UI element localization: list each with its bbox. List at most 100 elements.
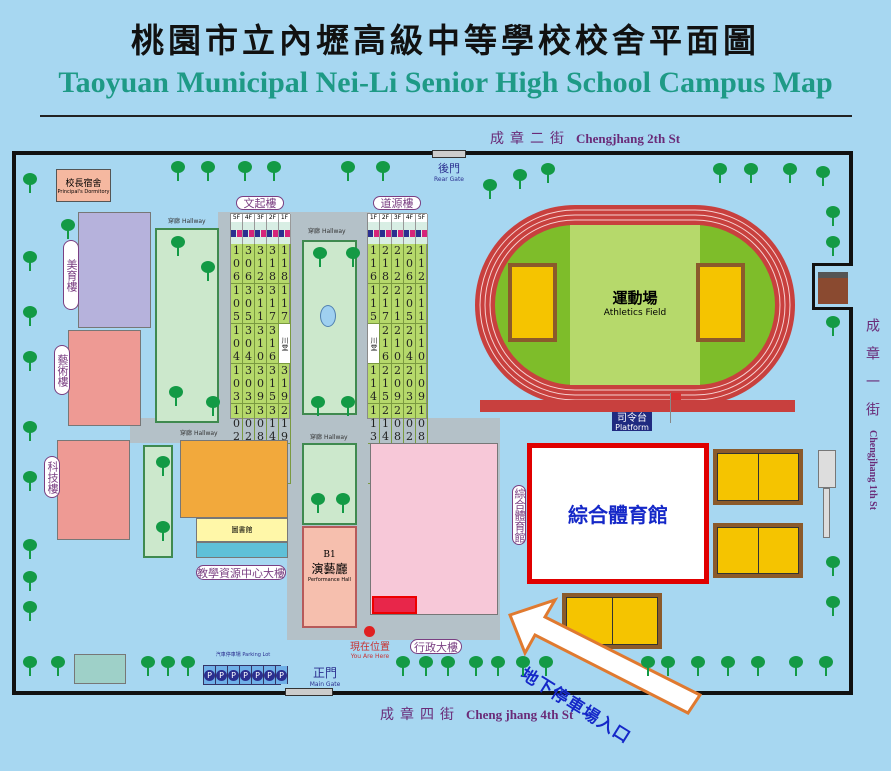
classroom[interactable]: 110 bbox=[415, 324, 428, 364]
main-gate[interactable] bbox=[285, 688, 333, 696]
fountain-icon bbox=[320, 305, 336, 327]
classroom[interactable]: 216 bbox=[379, 324, 392, 364]
classroom[interactable]: 215 bbox=[379, 364, 392, 404]
platform-en: Platform bbox=[615, 423, 649, 432]
tree-icon bbox=[540, 162, 556, 188]
classroom[interactable]: 111 bbox=[415, 284, 428, 324]
classroom[interactable]: 203 bbox=[403, 364, 416, 404]
classroom[interactable]: 315 bbox=[266, 364, 279, 404]
classroom[interactable]: 114 bbox=[367, 364, 380, 404]
classroom[interactable]: 303 bbox=[242, 364, 255, 404]
floor-header: 3F bbox=[255, 214, 267, 222]
rear-gate[interactable] bbox=[432, 150, 466, 158]
tree-icon bbox=[720, 655, 736, 681]
hallway-zh: 穿廊 bbox=[310, 434, 323, 441]
gymnasium[interactable]: 綜合體育館 bbox=[527, 443, 709, 584]
floor-header: 1F bbox=[279, 214, 291, 222]
tree-icon bbox=[22, 538, 38, 564]
classroom[interactable]: 109 bbox=[415, 364, 428, 404]
parking-icon: P bbox=[264, 666, 276, 684]
track-straight bbox=[480, 400, 795, 412]
classroom[interactable]: 317 bbox=[266, 284, 279, 324]
tech-building[interactable] bbox=[57, 440, 130, 540]
classroom[interactable]: 217 bbox=[379, 284, 392, 324]
restroom-icon bbox=[255, 222, 267, 244]
tree-icon bbox=[22, 172, 38, 198]
classroom[interactable]: 319 bbox=[278, 364, 291, 404]
classroom[interactable]: 116 bbox=[367, 244, 380, 284]
tree-icon bbox=[170, 235, 186, 261]
tree-icon bbox=[22, 350, 38, 376]
classroom[interactable]: 312 bbox=[254, 244, 267, 284]
classroom[interactable]: 川堂 bbox=[279, 324, 291, 364]
classroom[interactable]: 210 bbox=[391, 324, 404, 364]
hallway-en: Hallway bbox=[321, 228, 346, 235]
tree-icon bbox=[312, 246, 328, 272]
parking-en: Parking Lot bbox=[242, 652, 271, 658]
classroom[interactable]: 206 bbox=[403, 244, 416, 284]
resource-center-hall[interactable] bbox=[196, 542, 288, 558]
floor-header: 4F bbox=[404, 214, 416, 222]
classroom[interactable]: 115 bbox=[367, 284, 380, 324]
aed-station[interactable] bbox=[372, 596, 417, 614]
classroom[interactable]: 211 bbox=[391, 284, 404, 324]
resource-center-classrooms[interactable] bbox=[180, 440, 288, 518]
classroom[interactable]: 212 bbox=[391, 244, 404, 284]
tree-icon bbox=[22, 250, 38, 276]
classroom[interactable]: 106 bbox=[230, 244, 243, 284]
classroom[interactable]: 117 bbox=[278, 284, 291, 324]
classroom[interactable]: 209 bbox=[391, 364, 404, 404]
athletics-track[interactable] bbox=[470, 200, 800, 432]
classroom[interactable]: 川堂 bbox=[368, 324, 380, 364]
parking-icon: P bbox=[240, 666, 252, 684]
classroom[interactable]: 205 bbox=[403, 284, 416, 324]
classroom[interactable]: 309 bbox=[254, 364, 267, 404]
performance-hall[interactable]: B1 演藝廳 Performance Hall bbox=[302, 526, 357, 628]
parking-entrance-arrow bbox=[508, 597, 703, 715]
meiyu-building[interactable] bbox=[78, 212, 151, 328]
tree-icon bbox=[50, 655, 66, 681]
classroom[interactable]: 104 bbox=[230, 324, 243, 364]
tree-icon bbox=[22, 305, 38, 331]
platform-zh: 司令台 bbox=[617, 413, 647, 424]
tree-icon bbox=[310, 492, 326, 518]
classroom[interactable]: 311 bbox=[254, 284, 267, 324]
admin-building[interactable] bbox=[370, 443, 498, 615]
classroom[interactable]: 204 bbox=[403, 324, 416, 364]
tree-icon bbox=[180, 655, 196, 681]
campus-wall-west bbox=[12, 151, 16, 695]
tree-icon bbox=[22, 470, 38, 496]
classroom[interactable]: 306 bbox=[242, 244, 255, 284]
library[interactable]: 圖書館 bbox=[196, 518, 288, 542]
map-title-chinese: 桃園市立內壢高級中等學校校舍平面圖 bbox=[131, 21, 760, 60]
classroom[interactable]: 103 bbox=[230, 364, 243, 404]
classroom[interactable]: 318 bbox=[266, 244, 279, 284]
tree-icon bbox=[340, 395, 356, 421]
classroom[interactable]: 218 bbox=[379, 244, 392, 284]
classroom[interactable]: 112 bbox=[415, 244, 428, 284]
restroom-icon bbox=[279, 222, 291, 244]
restroom-icon bbox=[243, 222, 255, 244]
basketball-court bbox=[562, 593, 662, 649]
classroom[interactable]: 105 bbox=[230, 284, 243, 324]
classroom[interactable]: 118 bbox=[278, 244, 291, 284]
floor-header: 2F bbox=[267, 214, 279, 222]
library-label: 圖書館 bbox=[231, 526, 253, 534]
classroom[interactable]: 219 bbox=[278, 404, 291, 444]
road-north-zh: 成章二街 bbox=[490, 131, 570, 147]
classroom[interactable]: 316 bbox=[266, 324, 279, 364]
classroom[interactable]: 310 bbox=[254, 324, 267, 364]
classroom[interactable]: 304 bbox=[242, 324, 255, 364]
classroom[interactable]: 305 bbox=[242, 284, 255, 324]
art-building[interactable] bbox=[68, 330, 141, 426]
track-lane bbox=[489, 219, 781, 391]
road-east: 成章一街Chengjhang 1th St bbox=[862, 318, 882, 518]
classroom[interactable]: 108 bbox=[415, 404, 428, 444]
